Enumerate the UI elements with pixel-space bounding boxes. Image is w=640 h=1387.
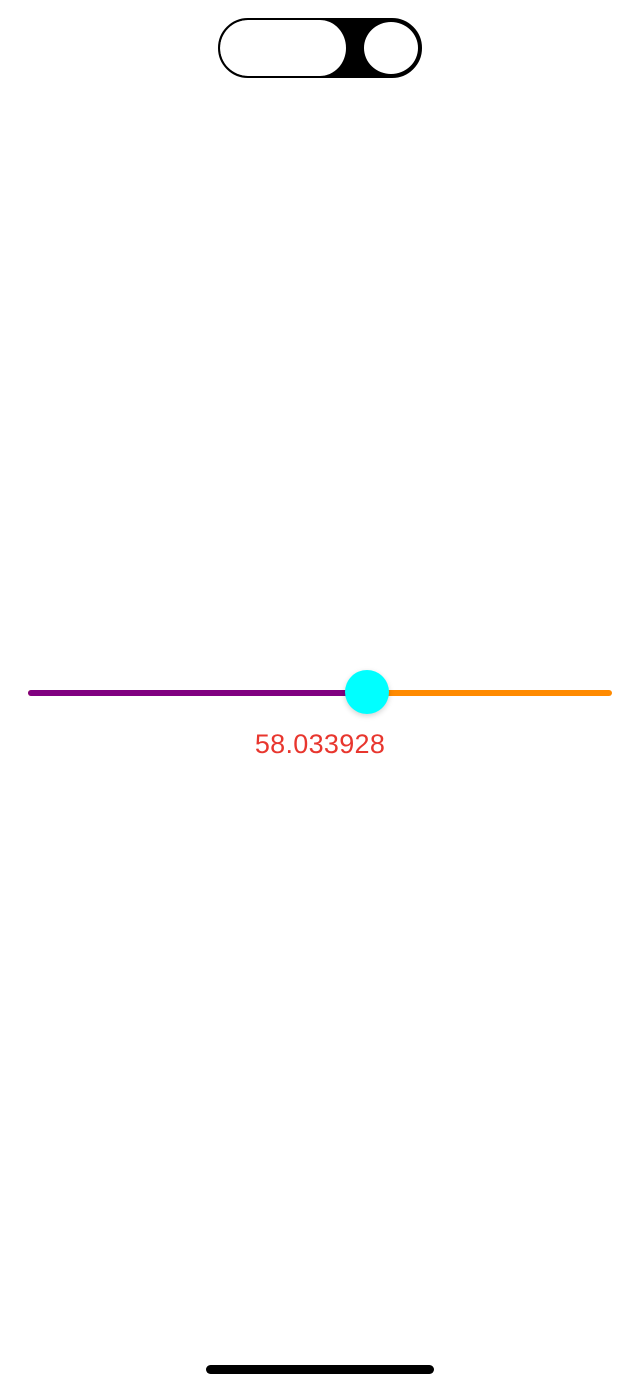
toggle-track bbox=[220, 20, 348, 76]
slider-minimum-track bbox=[28, 690, 367, 696]
value-slider[interactable] bbox=[28, 668, 612, 716]
slider-thumb[interactable] bbox=[345, 670, 389, 714]
toggle-switch[interactable] bbox=[218, 18, 422, 78]
toggle-knob[interactable] bbox=[362, 20, 420, 76]
slider-value-label: 58.033928 bbox=[254, 729, 386, 759]
home-indicator bbox=[206, 1365, 434, 1374]
